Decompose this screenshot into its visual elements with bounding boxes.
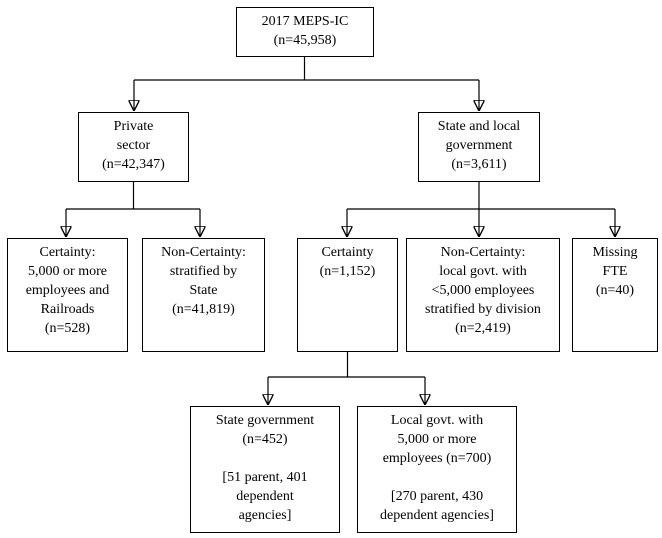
node-missing-fte: Missing FTE (n=40)	[572, 238, 658, 352]
node-ps-non-certainty: Non-Certainty: stratified by State (n=41…	[142, 238, 265, 352]
node-local-government: Local govt. with 5,000 or more employees…	[357, 406, 517, 533]
node-state-government: State government (n=452) [51 parent, 401…	[190, 406, 340, 533]
node-ps-certainty: Certainty: 5,000 or more employees and R…	[7, 238, 128, 352]
node-2017-meps-ic: 2017 MEPS-IC (n=45,958)	[236, 7, 374, 57]
node-slg-certainty: Certainty (n=1,152)	[297, 238, 398, 352]
node-state-local-government: State and local government (n=3,611)	[418, 112, 540, 182]
node-slg-non-certainty: Non-Certainty: local govt. with <5,000 e…	[406, 238, 560, 352]
node-private-sector: Private sector (n=42,347)	[78, 112, 189, 182]
